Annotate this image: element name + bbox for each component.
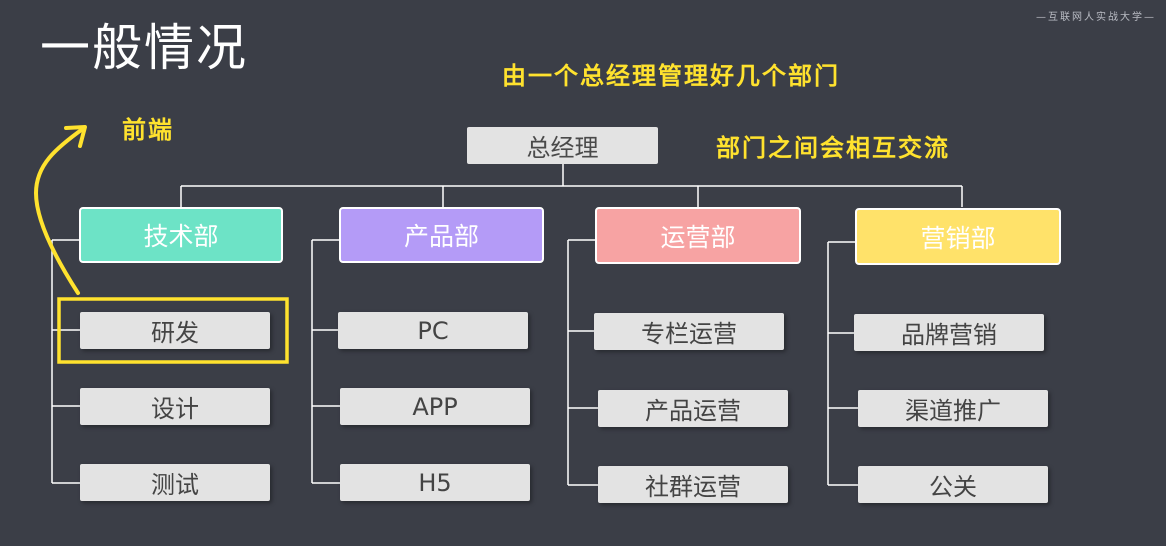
- sub-box-tech-3: 测试: [80, 464, 270, 501]
- dept-box-marketing: 营销部: [855, 208, 1061, 265]
- highlight-box: [57, 297, 289, 364]
- sub-box-operations-1: 专栏运营: [594, 313, 784, 350]
- highlight-arrowhead: [64, 125, 87, 148]
- sub-box-product-2: APP: [340, 388, 530, 425]
- annotation-note-right: 部门之间会相互交流: [716, 134, 950, 162]
- org-root-general-manager: 总经理: [467, 127, 658, 164]
- sub-box-operations-3: 社群运营: [598, 466, 788, 503]
- highlight-arrow: [33, 126, 86, 295]
- dept-box-operations: 运营部: [595, 207, 801, 264]
- sub-box-marketing-3: 公关: [858, 466, 1048, 503]
- sub-box-marketing-2: 渠道推广: [858, 390, 1048, 427]
- sub-box-product-1: PC: [338, 312, 528, 349]
- sub-box-operations-2: 产品运营: [598, 390, 788, 427]
- dept-box-tech: 技术部: [79, 207, 283, 263]
- sub-box-marketing-1: 品牌营销: [854, 314, 1044, 351]
- dept-box-product: 产品部: [339, 207, 544, 263]
- annotation-note-top: 由一个总经理管理好几个部门: [502, 62, 840, 90]
- annotation-note-left: 前端: [122, 116, 174, 144]
- sub-box-product-3: H5: [340, 464, 530, 501]
- sub-box-tech-2: 设计: [80, 388, 270, 425]
- slide-title: 一般情况: [40, 19, 248, 77]
- brand-watermark: —互联网人实战大学—: [1036, 12, 1156, 23]
- sub-box-tech-1: 研发: [80, 312, 270, 349]
